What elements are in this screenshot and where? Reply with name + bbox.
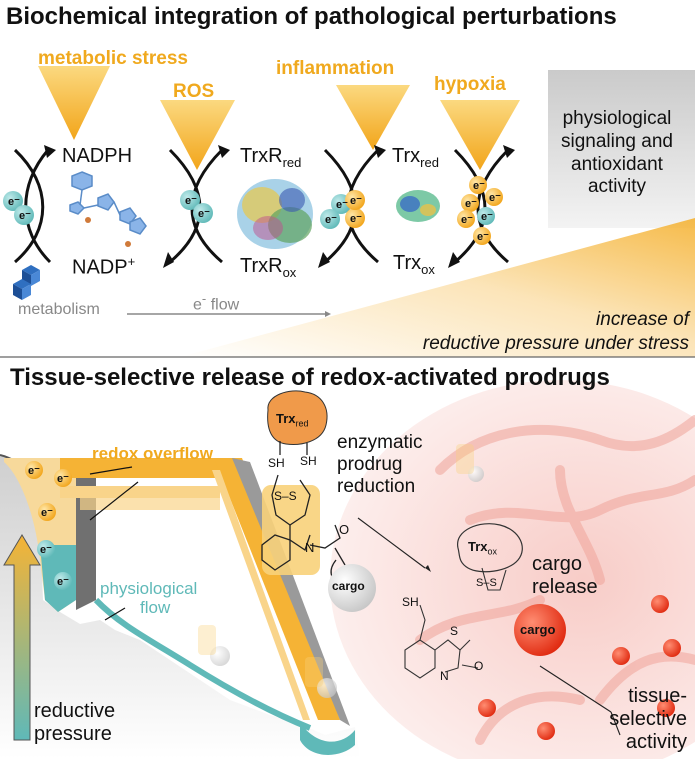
label-s-released: S (450, 624, 459, 638)
label-trxr-ox: TrxRox (240, 255, 297, 280)
tissue-bg (330, 380, 695, 759)
label-ss-prodrug: S–S (274, 489, 297, 503)
prodrug-box (262, 485, 320, 575)
nadph-molecule (69, 171, 147, 247)
released-cargo (478, 595, 681, 740)
svg-text:e⁻: e⁻ (336, 199, 348, 211)
label-trx-ox: Trxox (393, 252, 435, 277)
label-sh-right: SH (300, 454, 317, 468)
label-hypoxia: hypoxia (434, 74, 506, 95)
label-cargo-release: cargo release (532, 553, 598, 598)
cone-inflammation (336, 85, 410, 150)
pressure-line-2: reductive pressure under stress (422, 333, 689, 354)
svg-text:e⁻: e⁻ (185, 195, 197, 207)
cone-ros (160, 100, 235, 170)
label-trxr-red: TrxRred (240, 145, 302, 170)
trxr-protein (237, 179, 313, 249)
overflow-top (60, 458, 240, 478)
label-trx-ox-enzyme: Trxox (468, 539, 498, 557)
label-o-prodrug: O (339, 522, 350, 537)
pressure-wedge (180, 218, 695, 357)
dam (76, 458, 96, 610)
label-e-flow: e- flow (193, 291, 240, 314)
label-cargo-white: cargo (332, 579, 365, 593)
metabolism-icon (13, 265, 40, 300)
label-nadp: NADP+ (72, 254, 136, 279)
label-sh-left: SH (268, 456, 285, 470)
label-trx-red: Trxred (392, 145, 439, 170)
label-n-released: N (440, 669, 449, 683)
svg-text:e⁻: e⁻ (19, 210, 31, 222)
label-metabolism: metabolism (18, 301, 100, 318)
label-tissue-selective: tissue- selective activity (609, 685, 687, 753)
cargo-ball-white (328, 564, 376, 612)
arc-l1 (13, 148, 45, 264)
svg-text:e⁻: e⁻ (477, 231, 489, 243)
label-n-prodrug: N (305, 540, 315, 555)
svg-text:e⁻: e⁻ (198, 208, 210, 220)
label-ss-released: S–S (476, 577, 497, 589)
trx-protein (396, 190, 440, 222)
label-nadph: NADPH (62, 145, 133, 167)
label-inflammation: inflammation (276, 58, 395, 79)
svg-text:e⁻: e⁻ (489, 192, 501, 204)
trx-ox-enzyme (457, 523, 523, 573)
pressure-arrow (3, 534, 41, 741)
label-o-released: O (474, 659, 484, 673)
backdrop-grey (548, 70, 695, 228)
svg-text:e⁻: e⁻ (473, 180, 485, 192)
svg-text:e⁻: e⁻ (28, 465, 40, 477)
cargo-ball-red (514, 604, 566, 656)
svg-text:e⁻: e⁻ (465, 198, 477, 210)
svg-text:e⁻: e⁻ (481, 211, 493, 223)
physiological-block: physiological signaling and antioxidant … (561, 108, 673, 198)
svg-text:e⁻: e⁻ (325, 214, 337, 226)
svg-text:e⁻: e⁻ (40, 544, 52, 556)
svg-text:e⁻: e⁻ (461, 214, 473, 226)
svg-text:e⁻: e⁻ (57, 473, 69, 485)
trx-red-enzyme (267, 390, 328, 445)
label-enzymatic: enzymatic prodrug reduction (337, 432, 423, 497)
label-redox-overflow: redox overflow (92, 444, 213, 463)
cone-hypoxia (440, 100, 520, 170)
top-title: Biochemical integration of pathological … (6, 3, 617, 30)
label-reductive-pressure: reductive pressure (34, 700, 116, 745)
svg-text:e⁻: e⁻ (57, 576, 69, 588)
svg-text:e⁻: e⁻ (350, 213, 362, 225)
pressure-line-1: increase of (596, 309, 689, 330)
bottom-title: Tissue-selective release of redox-activa… (10, 364, 610, 391)
svg-text:e⁻: e⁻ (41, 507, 53, 519)
label-trx-red-enzyme: Trxred (276, 411, 309, 429)
label-ros: ROS (173, 81, 215, 102)
label-metabolic-stress: metabolic stress (38, 48, 188, 69)
svg-text:e⁻: e⁻ (8, 196, 20, 208)
label-sh-released: SH (402, 595, 419, 609)
label-cargo-red: cargo (520, 622, 556, 637)
cone-metabolic (38, 66, 110, 140)
cliff-base (0, 455, 360, 759)
label-physiological-flow: physiological flow (100, 579, 198, 617)
electrons-top (3, 176, 503, 245)
released-molecule (404, 604, 479, 679)
svg-text:e⁻: e⁻ (350, 195, 362, 207)
